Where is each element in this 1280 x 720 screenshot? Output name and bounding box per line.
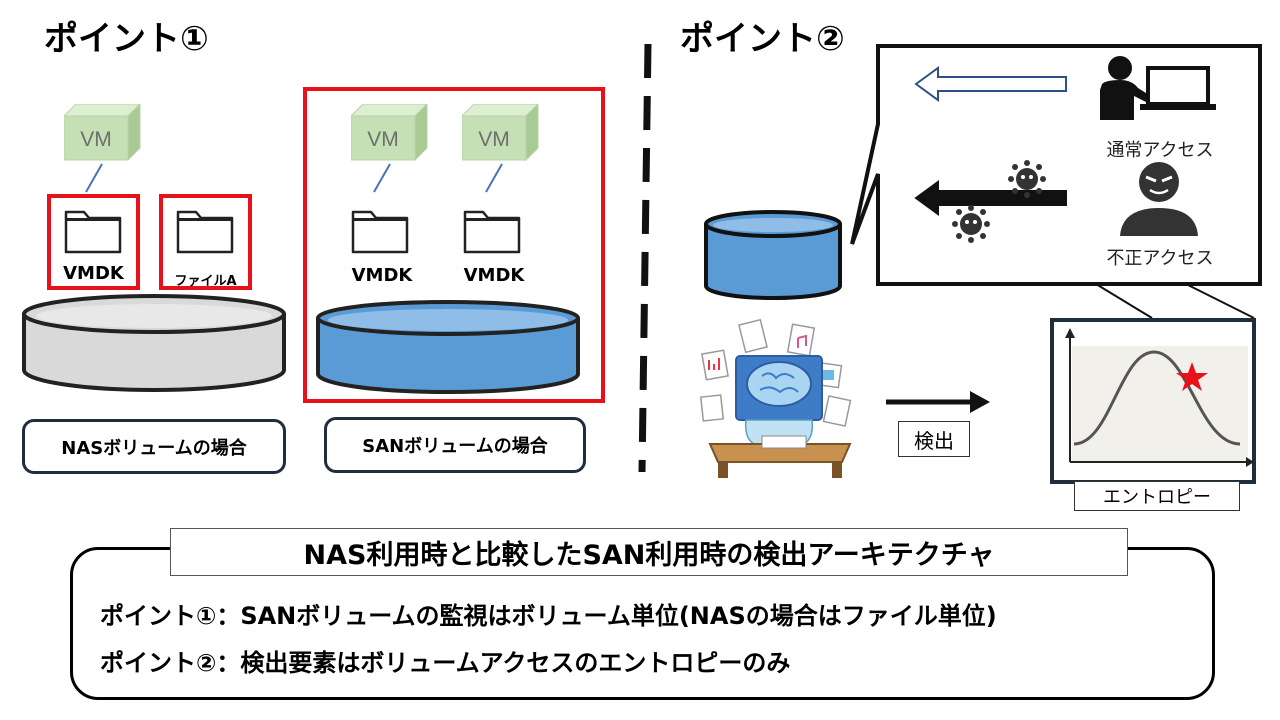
virus-icon: [1008, 160, 1046, 198]
nas-vmdk-label: VMDK: [63, 263, 124, 284]
san-vm-cube-1: VM: [351, 104, 428, 162]
normal-access-label: 通常アクセス: [1106, 140, 1214, 161]
ai-brain-illustration: [700, 318, 852, 478]
nas-vmdk-highlight: [47, 194, 140, 290]
summary-point1: ポイント①：SANボリュームの監視はボリューム単位(NASの場合はファイル単位): [100, 602, 997, 630]
san-volume-disk: [316, 300, 580, 394]
malicious-access-arrow-icon: [914, 180, 1067, 216]
san-vm-cube-2: VM: [462, 104, 539, 162]
summary-point2: ポイント②：検出要素はボリュームアクセスのエントロピーのみ: [100, 649, 791, 677]
nas-filea-highlight: [159, 194, 252, 290]
san-vm-link-2: [485, 163, 503, 193]
point2-title: ポイント②: [680, 19, 845, 59]
user-computer-icon: [1100, 56, 1216, 120]
virus-icon: [952, 205, 990, 243]
entropy-label: エントロピー: [1074, 481, 1240, 511]
summary-title: NAS利用時と比較したSAN利用時の検出アーキテクチャ: [170, 528, 1128, 576]
san-vm-link-1: [373, 163, 391, 193]
section-divider: [638, 43, 652, 473]
nas-vm-link: [85, 163, 103, 193]
entropy-graph: [1050, 318, 1256, 484]
folder-icon: [176, 210, 234, 254]
san-volume-highlight: [303, 87, 605, 403]
folder-icon: [463, 210, 521, 254]
folder-icon: [351, 210, 409, 254]
folder-icon: [64, 210, 122, 254]
nas-caption: NASボリュームの場合: [22, 419, 286, 474]
san-caption: SANボリュームの場合: [324, 417, 586, 473]
detect-label: 検出: [898, 421, 970, 457]
nas-volume-disk: [22, 294, 286, 392]
san-vmdk2-label: VMDK: [463, 265, 525, 286]
hacker-icon: [1120, 162, 1198, 236]
detect-arrow-icon: [886, 391, 990, 413]
nas-vm-cube: VM: [64, 104, 141, 162]
point1-title: ポイント①: [44, 19, 209, 59]
san-vm1-label: VM: [367, 128, 399, 151]
san-vmdk1-label: VMDK: [351, 265, 413, 286]
san-volume-disk-small: [704, 210, 842, 300]
nas-filea-label: ファイルA: [174, 274, 237, 289]
san-vm2-label: VM: [478, 128, 510, 151]
malicious-access-label: 不正アクセス: [1106, 248, 1214, 269]
normal-access-arrow-icon: [914, 66, 1067, 102]
callout-connector: [1095, 283, 1255, 319]
nas-vm-label: VM: [80, 128, 112, 151]
